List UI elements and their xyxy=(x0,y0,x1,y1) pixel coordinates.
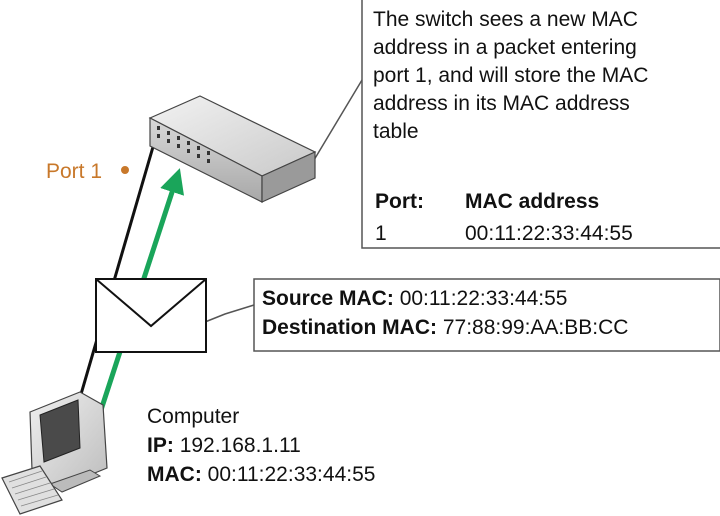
mac-table-row-port: 1 xyxy=(375,222,387,245)
port-1-dot xyxy=(121,166,129,174)
computer-icon xyxy=(29,391,108,493)
packet-source-mac: Source MAC: 00:11:22:33:44:55 xyxy=(262,287,567,311)
computer-ip: IP: 192.168.1.11 xyxy=(147,434,301,458)
packet-source-label: Source MAC: xyxy=(262,287,394,310)
packet-destination-label: Destination MAC: xyxy=(262,316,437,339)
computer-ip-label: IP: xyxy=(147,434,174,457)
packet-destination-value: 77:88:99:AA:BB:CC xyxy=(442,316,629,339)
computer-mac-value: 00:11:22:33:44:55 xyxy=(207,463,376,486)
packet-source-value: 00:11:22:33:44:55 xyxy=(399,287,568,310)
callout-pointer xyxy=(307,79,363,171)
packet-box xyxy=(253,278,720,352)
port-1-label: Port 1 xyxy=(46,160,103,183)
mac-table-row-mac: 00:11:22:33:44:55 xyxy=(465,222,633,245)
network-cable xyxy=(75,139,157,409)
packet-destination-mac: Destination MAC: 77:88:99:AA:BB:CC xyxy=(262,316,628,340)
network-switch-icon xyxy=(148,95,317,203)
envelope-icon xyxy=(95,278,207,353)
computer-mac-label: MAC: xyxy=(147,463,202,486)
mac-table-header-mac: MAC address xyxy=(465,190,600,213)
mac-table-header-port: Port: xyxy=(375,190,424,213)
computer-mac: MAC: 00:11:22:33:44:55 xyxy=(147,463,375,487)
computer-name: Computer xyxy=(147,405,240,428)
computer-ip-value: 192.168.1.11 xyxy=(179,434,301,457)
keyboard-icon xyxy=(1,465,63,515)
packet-pointer xyxy=(204,304,255,323)
callout-text: The switch sees a new MAC address in a p… xyxy=(373,8,649,143)
